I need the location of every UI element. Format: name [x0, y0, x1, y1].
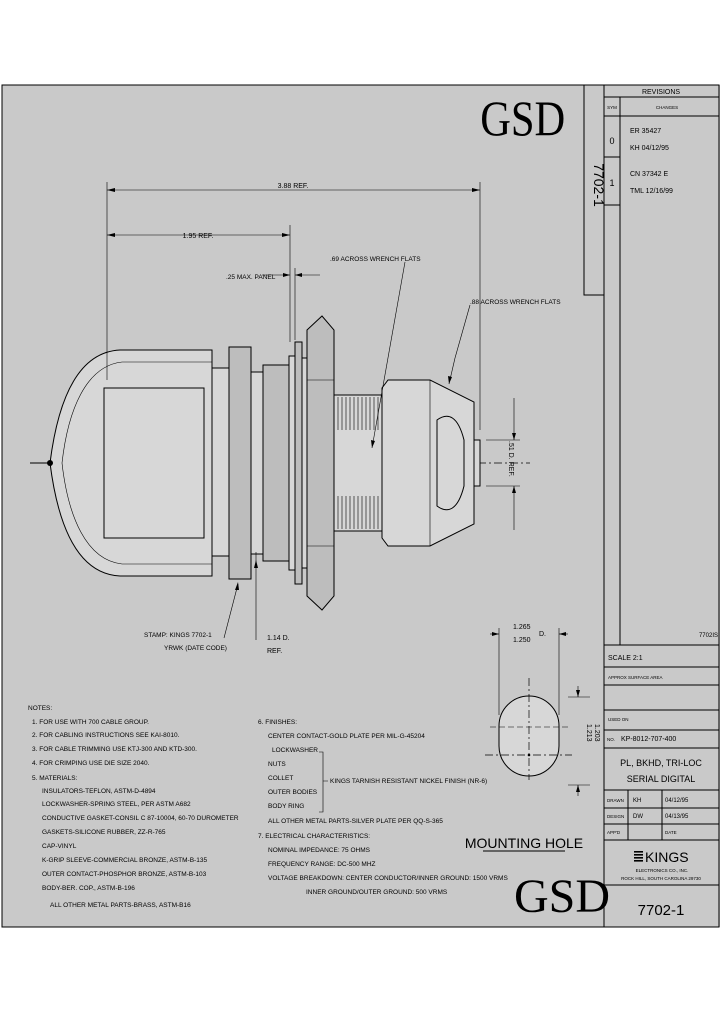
design-by: DW [633, 814, 643, 820]
note-line: INSULATORS-TEFLON, ASTM-D-4894 [42, 788, 156, 795]
note-line: ALL OTHER METAL PARTS-BRASS, ASTM-B16 [50, 902, 191, 909]
gsd-logo-top: GSD [480, 92, 565, 147]
electrical-voltage-2: INNER GROUND/OUTER GROUND: 500 VRMS [306, 889, 448, 896]
note-line: 4. FOR CRIMPING USE DIE SIZE 2040. [32, 760, 150, 767]
electrical-voltage-1: VOLTAGE BREAKDOWN: CENTER CONDUCTOR/INNE… [268, 875, 508, 882]
note-line: NOTES: [28, 705, 52, 712]
connector-drawing [30, 315, 530, 611]
hole-width-max: 1.265 [513, 624, 531, 631]
note-line: 5. MATERIALS: [32, 775, 78, 782]
hole-height-max: 1.213 [585, 724, 592, 742]
finish-item: BODY RING [268, 803, 304, 810]
used-on-label: USED ON [608, 717, 629, 722]
finish-item: NUTS [268, 761, 286, 768]
note-line: LOCKWASHER-SPRING STEEL, PER ASTM A682 [42, 801, 191, 808]
stamp-text-2: YRWK (DATE CODE) [164, 645, 227, 652]
revision-line: KH 04/12/95 [630, 145, 669, 152]
revision-line: CN 37342 E [630, 171, 668, 178]
note-line: K-GRIP SLEEVE-COMMERCIAL BRONZE, ASTM-B-… [42, 857, 207, 864]
revisions-sym-header: SYM [607, 105, 617, 110]
finishes-heading: 6. FINISHES: [258, 719, 297, 726]
vertical-part-number: 7702-1 [591, 163, 607, 207]
dim-body: 1.95 REF. [183, 233, 214, 240]
notes-left: NOTES: 1. FOR USE WITH 700 CABLE GROUP. … [28, 705, 239, 909]
date-label: DATE [665, 830, 677, 835]
description-line-1: PL, BKHD, TRI-LOC [620, 758, 702, 768]
revisions-title: REVISIONS [642, 89, 680, 96]
dim-flats-69: .69 ACROSS WRENCH FLATS [330, 256, 421, 263]
finish-center-contact: CENTER CONTACT-GOLD PLATE PER MIL-G-4520… [268, 733, 425, 740]
note-line: GASKETS-SILICONE RUBBER, ZZ-R-765 [42, 829, 166, 836]
notes-right: 6. FINISHES: CENTER CONTACT-GOLD PLATE P… [258, 719, 508, 896]
dim-dia-114: 1.14 D. [267, 635, 290, 642]
dim-panel: .25 MAX. PANEL [226, 274, 276, 281]
dim-dia-51: .51 D. REF. [507, 441, 514, 477]
note-line: CONDUCTIVE GASKET-CONSIL C 87-10004, 60-… [42, 815, 239, 822]
mounting-hole: 1.265 1.250 D. 1.213 1.203 [485, 624, 600, 796]
stamp-text-1: STAMP: KINGS 7702-1 [144, 632, 212, 639]
company-line-2: ELECTRONICS CO., INC. [636, 868, 689, 873]
revision-sym-0: 0 [609, 136, 614, 146]
scale-label: SCALE 2:1 [608, 655, 643, 662]
hole-width-min: 1.250 [513, 637, 531, 644]
approx-surface-label: APPROX SURFACE AREA [608, 675, 663, 680]
dim-flats-88: .88 ACROSS WRENCH FLATS [470, 299, 561, 306]
note-line: 2. FOR CABLING INSTRUCTIONS SEE KAI-8010… [32, 732, 180, 739]
sheet-border [1, 84, 720, 928]
no-label: NO. [607, 737, 615, 742]
side-code: 7702IS [699, 633, 718, 639]
kings-logo-mark [634, 851, 643, 862]
company-name: KINGS [645, 849, 689, 865]
finish-nickel-note: KINGS TARNISH RESISTANT NICKEL FINISH (N… [330, 778, 487, 785]
finish-item: COLLET [268, 775, 293, 782]
revision-line: TML 12/16/99 [630, 188, 673, 195]
design-label: DESIGN [607, 814, 624, 819]
finish-silver-note: ALL OTHER METAL PARTS-SILVER PLATE PER Q… [268, 818, 443, 825]
appd-label: APP'D [607, 830, 621, 835]
gsd-logo-bottom: GSD [514, 870, 610, 923]
electrical-impedance: NOMINAL IMPEDANCE: 75 OHMS [268, 847, 371, 854]
revision-sym-1: 1 [609, 178, 614, 188]
dim-dia-114-ref: REF. [267, 648, 282, 655]
hole-width-unit: D. [539, 631, 546, 638]
description-line-2: SERIAL DIGITAL [627, 774, 696, 784]
title-block: SCALE 2:1 APPROX SURFACE AREA USED ON NO… [604, 644, 719, 919]
finish-item: OUTER BODIES [268, 789, 318, 796]
dimension-lines [106, 182, 520, 813]
drawn-label: DRAWN [607, 798, 624, 803]
thread-lines [337, 397, 379, 529]
electrical-heading: 7. ELECTRICAL CHARACTERISTICS: [258, 833, 370, 840]
hole-height-min: 1.203 [593, 724, 600, 742]
design-date: 04/13/95 [665, 814, 689, 820]
note-line: CAP-VINYL [42, 843, 77, 850]
revisions-changes-header: CHANGES [656, 105, 678, 110]
revision-line: ER 35427 [630, 128, 661, 135]
note-line: OUTER CONTACT-PHOSPHOR BRONZE, ASTM-B-10… [42, 871, 207, 878]
note-line: 1. FOR USE WITH 700 CABLE GROUP. [32, 719, 149, 726]
finish-item: LOCKWASHER [272, 747, 318, 754]
mounting-hole-label: MOUNTING HOLE [465, 835, 583, 851]
dim-overall: 3.88 REF. [278, 183, 309, 190]
company-line-3: ROCK HILL, SOUTH CAROLINA 29730 [621, 876, 701, 881]
drawn-by: KH [633, 798, 641, 804]
revisions-block: REVISIONS SYM CHANGES 0 ER 35427 KH 04/1… [603, 85, 719, 927]
electrical-frequency: FREQUENCY RANGE: DC-500 MHZ [268, 861, 376, 868]
note-line: 3. FOR CABLE TRIMMING USE KTJ-300 AND KT… [32, 746, 197, 753]
part-number: 7702-1 [638, 902, 685, 919]
note-line: BODY-BER. COP., ASTM-B-196 [42, 885, 135, 892]
drawn-date: 04/12/95 [665, 798, 689, 804]
drawing-number: KP-8012-707-400 [621, 736, 676, 743]
